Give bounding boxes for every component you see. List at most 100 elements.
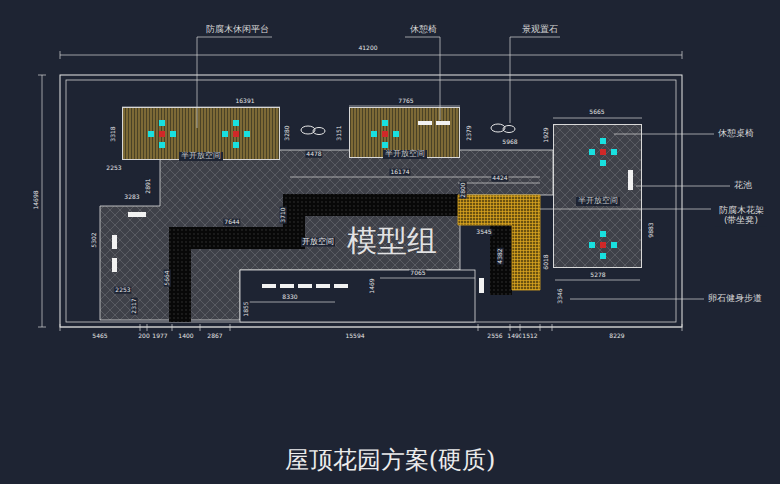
table-seat [382,142,388,148]
callout-label: 防腐木休闲平台 [205,25,270,35]
table-seat [371,131,377,137]
wood-platform [349,107,460,158]
dimension-label: 3346 [557,287,564,304]
dimension-label: 1469 [369,277,376,294]
dimension-line [636,186,730,187]
dimension-label: 2556 [486,333,503,340]
dimension-line [458,183,540,184]
watermark: 模型组 [347,224,437,257]
bench [280,284,294,288]
dimension-line [147,324,148,331]
dimension-line [42,75,43,327]
drawing-title: 屋顶花园方案(硬质) [0,446,780,475]
bench [112,258,117,272]
table-seat [600,253,606,259]
space-zone: 半开放空间 [349,107,460,158]
dimension-label: 3710 [280,206,287,223]
dimension-label: 16391 [234,98,255,105]
dimension-line [682,51,683,59]
roof-outline [60,75,682,327]
table-seat [600,138,606,144]
callout-label: 花池 [733,181,753,191]
dimension-line [172,324,173,331]
dimension-label: 1929 [543,126,550,143]
dimension-label: 7644 [223,219,240,226]
table-seat [600,149,606,155]
dimension-label: 3283 [123,194,140,201]
dimension-label: 3151 [336,124,343,141]
dimension-label: 7065 [409,270,426,277]
space-label: 半开放空间 [576,197,620,206]
dimension-label: 5968 [501,139,518,146]
table-seat [159,120,165,126]
dimension-label: 2891 [145,177,152,194]
dimension-label: 1512 [521,333,538,340]
callout-label: 休憩桌椅 [717,129,755,139]
bench [128,212,146,217]
table-seat [159,142,165,148]
bench [479,278,484,293]
table-seat [600,242,606,248]
dimension-and-leader-lines [38,37,730,331]
dimension-label: 2253 [105,165,122,172]
dimension-label: 5302 [91,231,98,248]
space-zone: 半开放空间 [553,124,642,268]
dimension-line [245,302,335,303]
pebble-path [490,225,512,295]
dimension-label: 5278 [589,272,606,279]
space-label: 开放空间 [301,238,335,247]
space-zone: 半开放空间 [122,107,280,160]
dimension-label: 3545 [475,229,492,236]
dimension-line [38,327,46,328]
dimension-line [478,324,479,331]
dimension-line [555,280,640,281]
parapet-line [66,80,676,322]
table-seat [611,149,617,155]
bench [262,284,276,288]
bench [112,235,117,249]
dimension-label: 4424 [491,175,508,182]
dimension-line [540,209,711,210]
dimension-line [570,299,704,300]
bench [298,284,312,288]
dimension-label: 7765 [397,98,414,105]
dimension-line [682,324,683,331]
dimension-label: 15594 [344,333,365,340]
dimension-label: 1977 [151,333,168,340]
landscape-stone [503,126,515,133]
dimension-label: 3318 [110,125,117,142]
dimension-line [520,324,521,331]
dimension-line [140,324,141,331]
dimension-line [614,134,714,135]
callout-label: 景观置石 [521,25,559,35]
callout-label: 休憩椅 [409,25,438,35]
dimension-line [380,278,475,279]
dimension-label: 1400 [177,333,194,340]
dimension-label: 1855 [243,300,250,317]
bench [628,170,633,190]
table-seat [170,131,176,137]
dimension-label: 5664 [164,269,171,286]
dimension-label: 8330 [281,294,298,301]
landscape-stone [313,128,325,135]
dimension-line [510,37,560,38]
table-seat [589,242,595,248]
dimension-label: 4478 [305,151,322,158]
table-seat [244,131,250,137]
dimension-line [553,118,642,119]
dimension-line [540,324,541,331]
dimension-line [60,51,61,59]
dimension-label: 5665 [588,109,605,116]
dimension-line [60,55,682,56]
dimension-label: 2253 [114,287,131,294]
table-seat [233,131,239,137]
dimension-line [552,324,553,331]
dimension-label: 3280 [284,124,291,141]
dimension-label: 14698 [33,189,40,210]
wood-platform [122,107,280,160]
dimension-label: 6018 [543,253,550,270]
dimension-label: 2867 [206,333,223,340]
dimension-label: 41200 [357,45,378,52]
table-seat [393,131,399,137]
